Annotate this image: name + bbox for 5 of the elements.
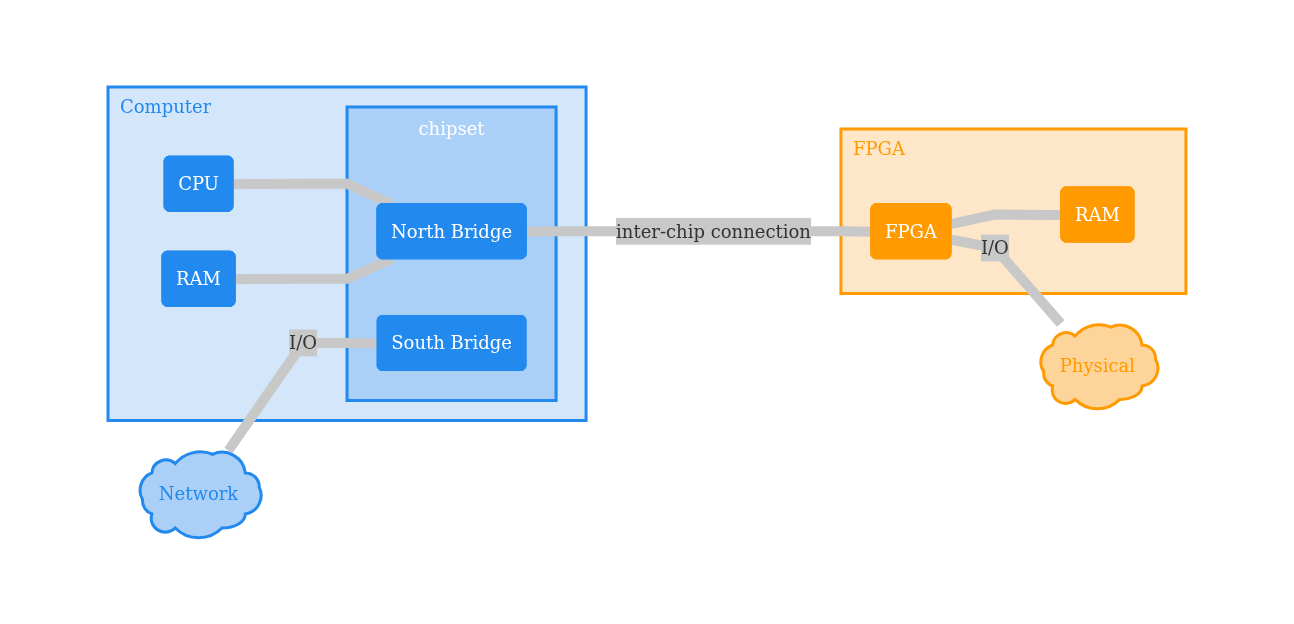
edge-label: inter-chip connection [616, 220, 811, 242]
connector [950, 209, 1062, 229]
edge-label: I/O [980, 237, 1009, 259]
connector [224, 337, 378, 453]
edge-label: I/O [289, 332, 318, 354]
